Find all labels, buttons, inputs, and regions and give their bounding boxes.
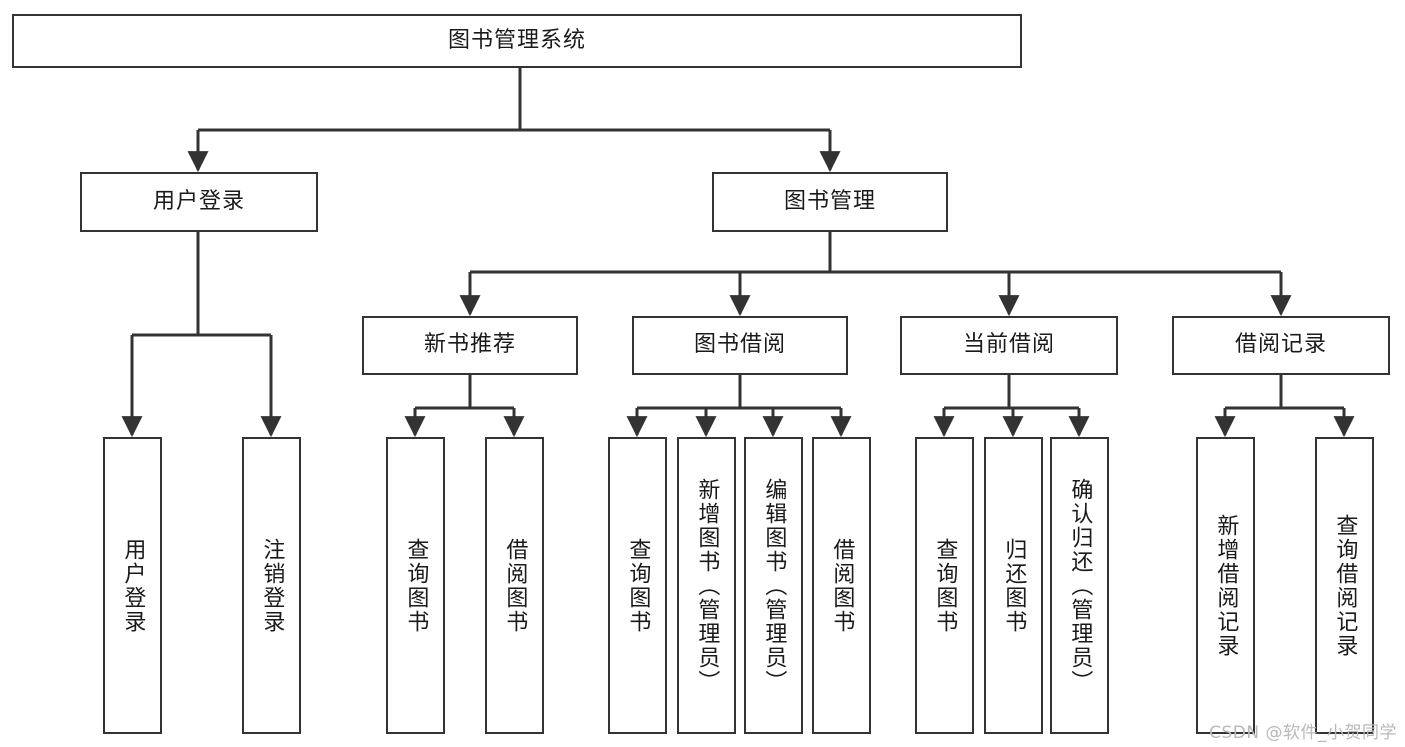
node-leaf-edit-book[interactable]: 编辑图书（管理员）	[744, 437, 803, 734]
node-leaf-confirm-return[interactable]: 确认归还（管理员）	[1050, 437, 1109, 734]
node-leaf-query-record[interactable]: 查询借阅记录	[1315, 437, 1374, 734]
node-user-login[interactable]: 用户登录	[80, 172, 318, 232]
watermark: CSDN @软件_小贺同学	[1209, 723, 1397, 743]
node-new-book-recommend-label: 新书推荐	[423, 332, 516, 358]
node-book-borrow[interactable]: 图书借阅	[632, 316, 848, 375]
node-current-borrow-label: 当前借阅	[962, 332, 1055, 358]
node-leaf-borrow-book-2-label: 借阅图书	[829, 537, 855, 634]
node-leaf-return-book-label: 归还图书	[1001, 537, 1027, 634]
node-leaf-query-book-1[interactable]: 查询图书	[386, 437, 445, 734]
node-leaf-add-record[interactable]: 新增借阅记录	[1196, 437, 1255, 734]
node-borrow-record-label: 借阅记录	[1234, 332, 1327, 358]
node-leaf-user-login-label: 用户登录	[120, 537, 146, 634]
node-leaf-query-book-2[interactable]: 查询图书	[608, 437, 667, 734]
node-book-borrow-label: 图书借阅	[693, 332, 786, 358]
node-leaf-query-book-1-label: 查询图书	[403, 537, 429, 634]
node-root-label: 图书管理系统	[447, 27, 586, 53]
node-leaf-query-book-2-label: 查询图书	[625, 537, 651, 634]
node-leaf-user-login[interactable]: 用户登录	[103, 437, 162, 734]
node-leaf-add-book-label: 新增图书（管理员）	[694, 477, 720, 694]
node-user-login-label: 用户登录	[152, 188, 245, 214]
node-leaf-add-record-label: 新增借阅记录	[1213, 513, 1239, 658]
node-leaf-user-logout-label: 注销登录	[259, 537, 285, 634]
node-leaf-borrow-book-1-label: 借阅图书	[502, 537, 528, 634]
node-leaf-query-record-label: 查询借阅记录	[1332, 513, 1358, 658]
node-leaf-borrow-book-2[interactable]: 借阅图书	[812, 437, 871, 734]
node-borrow-record[interactable]: 借阅记录	[1172, 316, 1390, 375]
node-leaf-add-book[interactable]: 新增图书（管理员）	[677, 437, 736, 734]
node-leaf-edit-book-label: 编辑图书（管理员）	[761, 477, 787, 694]
node-book-manage[interactable]: 图书管理	[712, 172, 948, 232]
node-leaf-return-book[interactable]: 归还图书	[984, 437, 1043, 734]
node-leaf-query-book-3-label: 查询图书	[932, 537, 958, 634]
node-leaf-query-book-3[interactable]: 查询图书	[915, 437, 974, 734]
node-leaf-borrow-book-1[interactable]: 借阅图书	[485, 437, 544, 734]
node-new-book-recommend[interactable]: 新书推荐	[362, 316, 578, 375]
node-leaf-user-logout[interactable]: 注销登录	[242, 437, 301, 734]
node-leaf-confirm-return-label: 确认归还（管理员）	[1067, 477, 1093, 694]
node-root[interactable]: 图书管理系统	[12, 14, 1022, 68]
node-book-manage-label: 图书管理	[783, 188, 876, 214]
node-current-borrow[interactable]: 当前借阅	[900, 316, 1118, 375]
